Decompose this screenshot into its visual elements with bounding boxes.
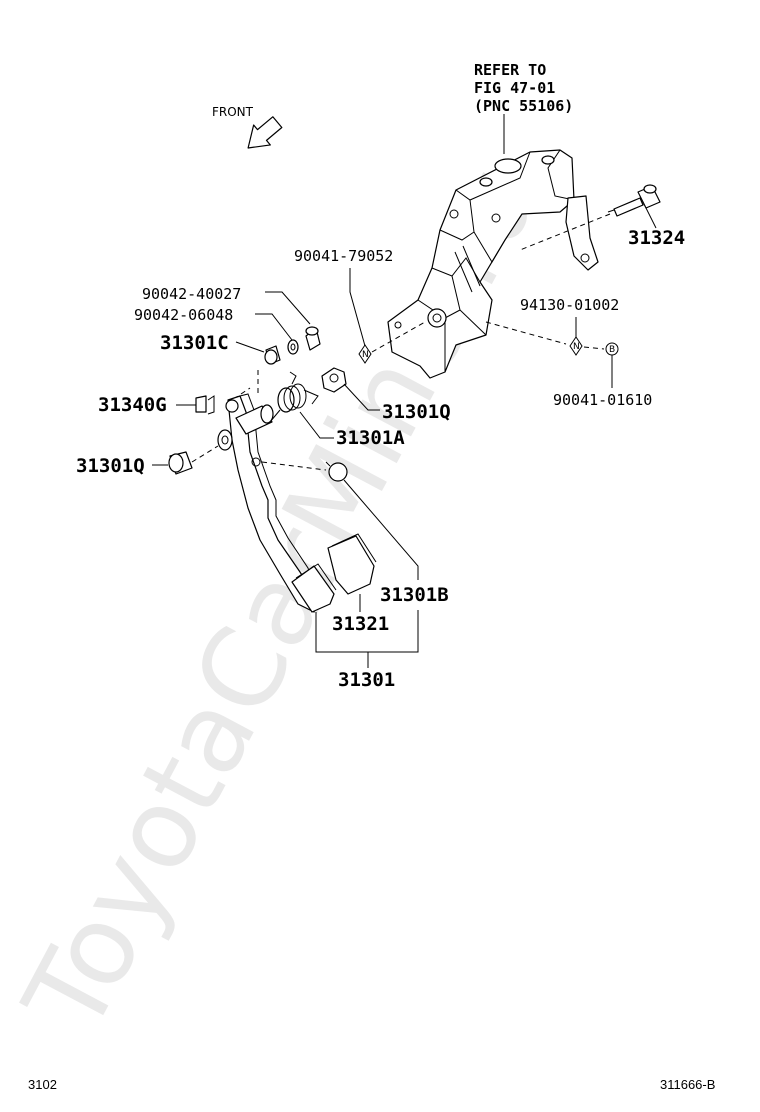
pedal-bracket	[387, 149, 599, 379]
assembly-dash-2	[191, 445, 219, 463]
tag-n-right	[569, 336, 583, 356]
callout-31301C: 31301C	[160, 332, 229, 354]
callout-90042-06048: 90042-06048	[134, 306, 233, 324]
leader-31301A	[299, 411, 334, 439]
footer-right: 311666-B	[660, 1077, 715, 1092]
refer-line-3: (PNC 55106)	[474, 97, 573, 115]
tag-b-text: B	[609, 345, 615, 355]
leader-90042-40027	[265, 291, 311, 325]
tag-n-right-text: N	[573, 342, 580, 352]
small-bolt-90042-40027	[305, 326, 321, 351]
assembly-dash-3	[261, 461, 327, 471]
leader-90041-79052	[349, 268, 366, 347]
front-arrow-icon	[247, 116, 283, 149]
pivot-axis-dash	[371, 321, 426, 353]
callout-31301A: 31301A	[336, 427, 405, 449]
stopper-cushion-31301B	[325, 461, 348, 482]
callout-31301: 31301	[338, 669, 395, 691]
clip-31340G	[195, 395, 207, 413]
bracket-31301	[315, 610, 419, 653]
bolt-axis-dash	[519, 213, 611, 251]
return-spring-31301A	[269, 371, 319, 423]
front-label: FRONT	[212, 105, 254, 119]
callout-90042-40027: 90042-40027	[142, 285, 241, 303]
leader-31301B	[343, 479, 419, 580]
leader-90042-06048	[255, 313, 293, 341]
callout-31301B: 31301B	[380, 584, 449, 606]
washer-90042-06048	[287, 339, 299, 355]
bushing-31301Q-left	[168, 451, 193, 475]
nut-axis-dash	[485, 321, 605, 350]
callout-31301Q-left: 31301Q	[76, 455, 145, 477]
callout-31321: 31321	[332, 613, 389, 635]
bolt-31324	[607, 184, 661, 217]
callout-90041-01610: 90041-01610	[553, 391, 652, 409]
footer-left: 3102	[28, 1077, 57, 1092]
leader-31301Q-right	[343, 383, 380, 411]
callout-31301Q-right: 31301Q	[382, 401, 451, 423]
tag-n-left-text: N	[362, 350, 369, 360]
leader-31324	[645, 207, 657, 229]
pedal-pad-31321	[327, 533, 377, 595]
tag-n-left	[358, 344, 372, 364]
brake-pedal-arm	[217, 393, 337, 613]
leader-31301C	[235, 341, 265, 353]
bushing-31301Q-right	[321, 367, 347, 393]
callout-90041-79052: 90041-79052	[294, 247, 393, 265]
bushing-31301C	[264, 345, 281, 365]
refer-line-2: FIG 47-01	[474, 79, 555, 97]
refer-line-1: REFER TO	[474, 61, 546, 79]
callout-94130-01002: 94130-01002	[520, 296, 619, 314]
callout-31324: 31324	[628, 227, 685, 249]
callout-31340G: 31340G	[98, 394, 167, 416]
